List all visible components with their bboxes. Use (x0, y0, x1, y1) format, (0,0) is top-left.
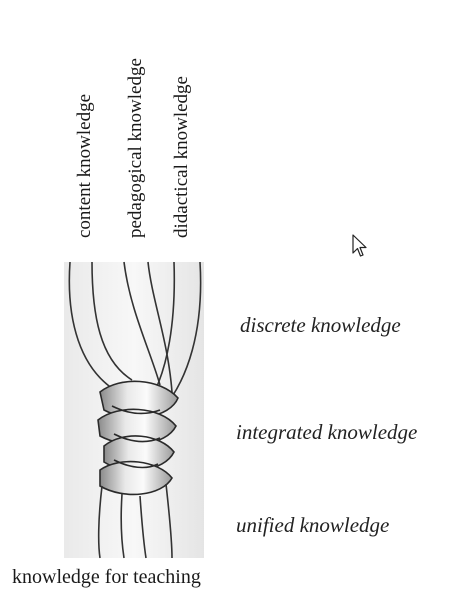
level-label-unified: unified knowledge (236, 513, 389, 538)
level-label-discrete: discrete knowledge (240, 313, 401, 338)
mouse-pointer-icon (352, 234, 368, 258)
level-label-integrated: integrated knowledge (236, 420, 417, 445)
bottom-label: knowledge for teaching (12, 566, 201, 589)
